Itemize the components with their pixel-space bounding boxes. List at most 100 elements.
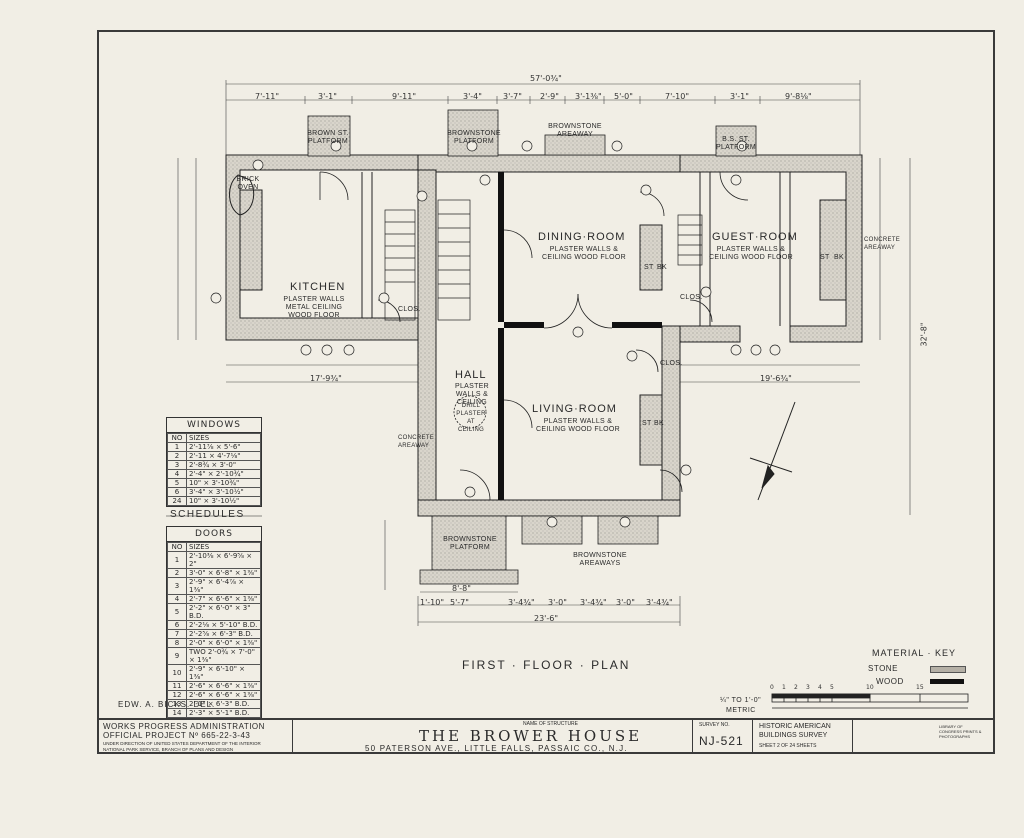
agency-line-3: UNDER DIRECTION OF UNITED STATES DEPARTM… <box>103 741 261 746</box>
library-stamp: LIBRARY OF CONGRESS PRINTS & PHOTOGRAPHS <box>939 724 982 739</box>
cell: 2 <box>167 568 187 578</box>
dim-top-0: 7'-11" <box>255 92 280 101</box>
material-key-title: MATERIAL · KEY <box>872 648 957 658</box>
cell: 2'-2⅛ × 5'-10" B.D. <box>186 620 261 630</box>
interior-walls <box>361 172 791 326</box>
dim-bottom-4: 3'-4¾" <box>580 598 607 607</box>
habs-line-1: HISTORIC AMERICAN <box>759 723 831 730</box>
dim-left-overall: 17'-9¾" <box>310 374 342 383</box>
dim-bottom-2: 3'-4¾" <box>508 598 535 607</box>
platform-label-right: B.S. ST. PLATFORM <box>716 136 756 151</box>
scale-tick-10: 10 <box>866 684 874 691</box>
stair-label-st: ST <box>644 264 654 271</box>
platform-label-center: BROWNSTONE PLATFORM <box>447 130 501 145</box>
dim-bottom-6: 3'-4¾" <box>646 598 673 607</box>
cell: TWO 2'-0¾ × 7'-0" × 1⅜" <box>186 647 261 665</box>
cell: 3 <box>167 577 187 595</box>
scale-tick-0: 0 <box>770 684 774 691</box>
windows-header-no: NO <box>167 433 187 443</box>
dim-right-overall: 19'-6¾" <box>760 374 792 383</box>
room-finish-hall: PLASTER WALLS & CEILING <box>455 383 489 406</box>
window-door-tags <box>210 140 781 528</box>
wood-partitions <box>498 172 662 500</box>
cell: 4 <box>167 469 187 479</box>
structure-name-label: NAME OF STRUCTURE <box>523 721 578 727</box>
dim-bottom-overall: 23'-6" <box>534 614 559 623</box>
dim-top-1: 3'-1" <box>318 92 337 101</box>
windows-schedule-title: WINDOWS <box>167 418 261 433</box>
dim-bottom-1: 5'-7" <box>450 598 469 607</box>
room-finish-dining: PLASTER WALLS & CEILING WOOD FLOOR <box>542 246 626 261</box>
survey-no-label: SURVEY NO. <box>699 722 730 728</box>
cell: 6 <box>167 620 187 630</box>
cell: 10" × 3'-10¾" <box>186 478 261 488</box>
stone-walls <box>225 154 863 517</box>
cell: 1 <box>167 551 187 569</box>
room-finish-kitchen: PLASTER WALLS METAL CEILING WOOD FLOOR <box>283 296 345 319</box>
room-finish-guest: PLASTER WALLS & CEILING WOOD FLOOR <box>709 246 793 261</box>
dim-top-7: 5'-0" <box>614 92 633 101</box>
title-block-structure: NAME OF STRUCTURE THE BROWER HOUSE 50 PA… <box>293 720 693 754</box>
structure-name: THE BROWER HOUSE <box>419 727 643 745</box>
brick-oven-label: BRICK OVEN <box>236 176 260 191</box>
cell: 3'-0" × 6'-8" × 1⅜" <box>186 568 261 578</box>
cell: 11 <box>167 681 187 691</box>
dim-top-9: 3'-1" <box>730 92 749 101</box>
dim-top-5: 2'-9" <box>540 92 559 101</box>
cell: 5 <box>167 478 187 488</box>
scale-tick-5: 5 <box>830 684 834 691</box>
drawing-title: FIRST · FLOOR · PLAN <box>462 658 631 672</box>
cell: 2'-2" × 6'-0" × 3" B.D. <box>186 603 261 621</box>
cell: 1 <box>167 442 187 452</box>
cell: 2'-0" × 6'-0" × 1⅜" <box>186 638 261 648</box>
cell: 2'-6" × 6'-6" × 1⅜" <box>186 690 261 700</box>
cell: 9 <box>167 647 187 665</box>
concrete-areaway-label: CONCRETE AREAWAY <box>398 435 435 449</box>
room-finish-living: PLASTER WALLS & CEILING WOOD FLOOR <box>536 418 620 433</box>
scale-metric-label: METRIC <box>726 707 756 714</box>
cell: 3'-4" × 3'-10½" <box>186 487 261 497</box>
schedules-title: SCHEDULES <box>170 509 245 520</box>
title-block-survey: SURVEY NO. NJ-521 <box>693 720 753 754</box>
dim-bottom-3: 3'-0" <box>548 598 567 607</box>
cell: 8 <box>167 638 187 648</box>
dim-top-4: 3'-7" <box>503 92 522 101</box>
title-block-library: LIBRARY OF CONGRESS PRINTS & PHOTOGRAPHS <box>853 720 993 754</box>
cell: 2'-9" × 6'-4⅞ × 1⅜" <box>186 577 261 595</box>
room-label-hall: HALL <box>455 369 487 381</box>
cell: 10 <box>167 664 187 682</box>
living-hearth-bk: BK <box>654 420 664 427</box>
room-label-dining: DINING·ROOM <box>538 231 626 243</box>
scale-label: ¼" TO 1'-0" <box>720 697 762 704</box>
material-key-stone-label: STONE <box>868 664 898 673</box>
scale-tick-15: 15 <box>916 684 924 691</box>
cell: 2'-4" × 2'-10¾" <box>186 469 261 479</box>
living-hearth-st: ST <box>642 420 652 427</box>
cell: 2'-9" × 6'-10" × 1⅜" <box>186 664 261 682</box>
closet-label-kitchen: CLOS. <box>398 306 421 313</box>
scale-tick-3: 3 <box>806 684 810 691</box>
material-key-stone-swatch <box>930 666 966 673</box>
dimension-lines <box>177 80 911 626</box>
cell: 2'-8¾ × 3'-0" <box>186 460 261 470</box>
drill-plaster-circle <box>453 395 487 429</box>
cell: 2'-11⅞ × 5'-6" <box>186 442 261 452</box>
windows-header-sizes: SIZES <box>186 433 261 443</box>
cell: 4 <box>167 594 187 604</box>
dim-front-platform: 8'-8" <box>452 584 471 593</box>
dim-top-2: 9'-11" <box>392 92 417 101</box>
cell: 3 <box>167 460 187 470</box>
overall-width-dim: 57'-0¾" <box>530 74 562 83</box>
dim-top-8: 7'-10" <box>665 92 690 101</box>
title-block-agency: WORKS PROGRESS ADMINISTRATION OFFICIAL P… <box>97 720 293 754</box>
